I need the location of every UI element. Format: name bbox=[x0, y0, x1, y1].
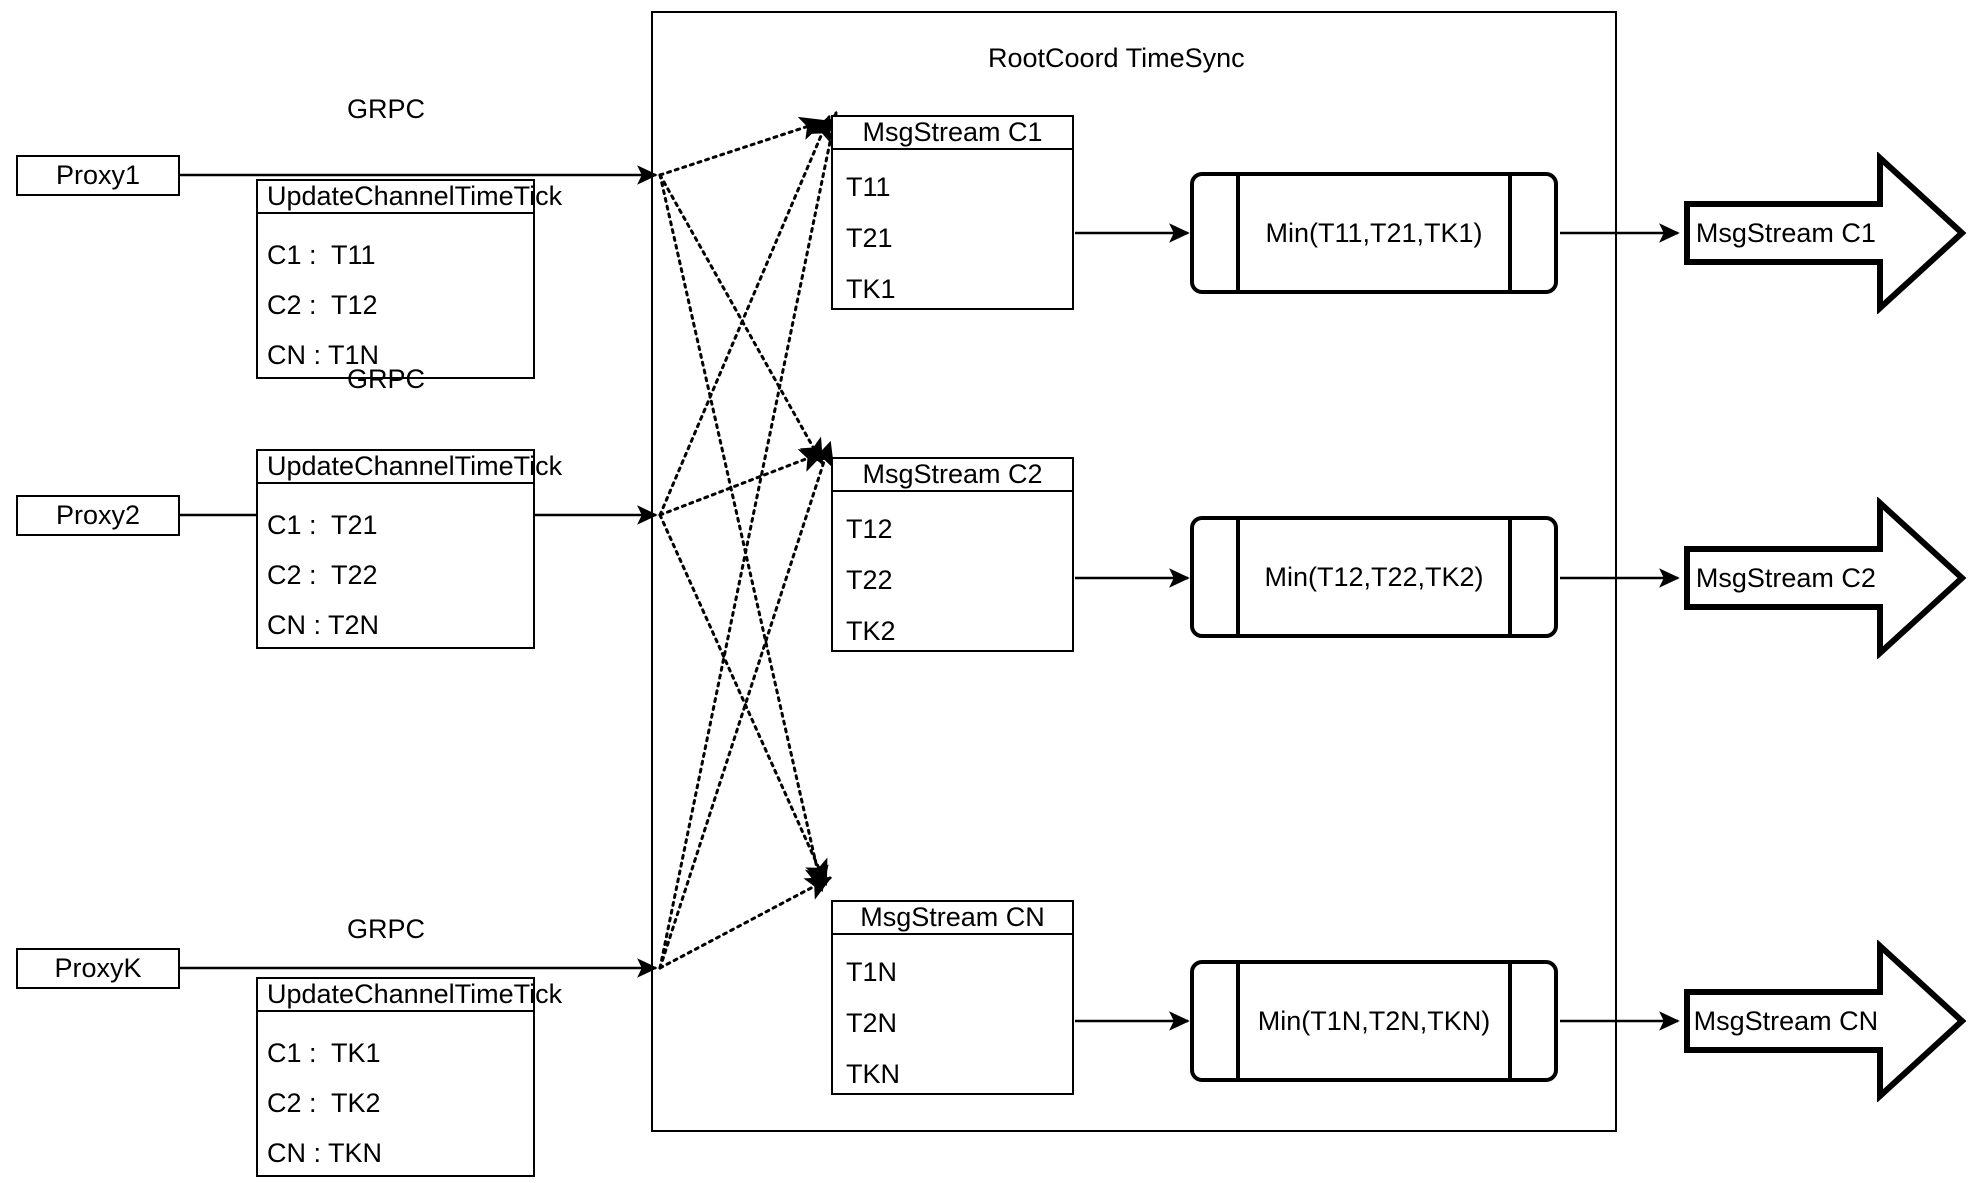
msgstream-tick: T1N bbox=[846, 957, 898, 987]
tick-row: C2 : TK2 bbox=[267, 1087, 381, 1118]
tick-title-k: UpdateChannelTimeTick bbox=[258, 979, 562, 1012]
msgstream-tick: T22 bbox=[846, 565, 893, 595]
msgstream-tick: T11 bbox=[846, 172, 891, 202]
tick-row: C1 : TK1 bbox=[267, 1037, 381, 1068]
msgstream-title-c2: MsgStream C2 bbox=[833, 459, 1072, 492]
msgstream-tick: T21 bbox=[846, 223, 893, 253]
min-label-c1: Min(T11,T21,TK1) bbox=[1259, 217, 1489, 249]
output-block-arrow-c2: MsgStream C2 bbox=[1684, 496, 1967, 660]
msgstream-tick: T12 bbox=[846, 514, 893, 544]
update-channel-timetick-box-2: UpdateChannelTimeTick C1 : T21 C2 : T22 … bbox=[256, 449, 562, 650]
block-arrow-shape bbox=[1684, 939, 1967, 1103]
grpc-label-1: GRPC bbox=[347, 94, 426, 124]
msgstream-tick: TK1 bbox=[846, 274, 896, 304]
proxy-label-2: Proxy2 bbox=[55, 500, 141, 530]
output-block-arrow-c1: MsgStream C1 bbox=[1684, 151, 1967, 315]
msgstream-tick: T2N bbox=[846, 1008, 898, 1038]
tick-rows-2: C1 : T21 C2 : T22 CN : T2N bbox=[258, 484, 533, 650]
msgstream-title-c1: MsgStream C1 bbox=[833, 117, 1072, 150]
tick-row: C2 : T22 bbox=[267, 559, 378, 590]
min-label-cn: Min(T1N,T2N,TKN) bbox=[1251, 1005, 1497, 1037]
tick-row: CN : T2N bbox=[267, 609, 380, 640]
output-label-cn: MsgStream CN bbox=[1693, 1005, 1879, 1036]
proxy-box-2[interactable]: Proxy2 bbox=[16, 495, 180, 536]
min-process-box-cn: Min(T1N,T2N,TKN) bbox=[1190, 960, 1558, 1082]
msgstream-box-c2: MsgStream C2 T12 T22 TK2 bbox=[831, 457, 1074, 652]
update-channel-timetick-box-1: UpdateChannelTimeTick C1 : T11 C2 : T12 … bbox=[256, 179, 562, 380]
msgstream-rows-c2: T12 T22 TK2 bbox=[833, 492, 1072, 657]
tick-row: CN : TKN bbox=[267, 1137, 383, 1168]
tick-row: C2 : T12 bbox=[267, 289, 378, 320]
output-block-arrow-cn: MsgStream CN bbox=[1684, 939, 1967, 1103]
min-process-box-c1: Min(T11,T21,TK1) bbox=[1190, 172, 1558, 294]
msgstream-tick: TKN bbox=[846, 1059, 900, 1089]
tick-title-2: UpdateChannelTimeTick bbox=[258, 451, 562, 484]
update-channel-timetick-box-k: UpdateChannelTimeTick C1 : TK1 C2 : TK2 … bbox=[256, 977, 562, 1178]
grpc-label-k: GRPC bbox=[347, 914, 426, 944]
tick-rows-k: C1 : TK1 C2 : TK2 CN : TKN bbox=[258, 1012, 533, 1178]
rootcoord-timesync-title: RootCoord TimeSync bbox=[988, 43, 1245, 73]
tick-title-1: UpdateChannelTimeTick bbox=[258, 181, 562, 214]
min-label-c2: Min(T12,T22,TK2) bbox=[1258, 561, 1490, 593]
proxy-label-k: ProxyK bbox=[54, 953, 142, 983]
proxy-label-1: Proxy1 bbox=[55, 160, 141, 190]
output-label-c2: MsgStream C2 bbox=[1695, 562, 1876, 593]
msgstream-rows-cn: T1N T2N TKN bbox=[833, 935, 1072, 1100]
tick-row: C1 : T21 bbox=[267, 509, 378, 540]
block-arrow-shape bbox=[1684, 496, 1967, 660]
proxy-box-k[interactable]: ProxyK bbox=[16, 948, 180, 989]
msgstream-tick: TK2 bbox=[846, 616, 896, 646]
rootcoord-timesync-container bbox=[651, 11, 1617, 1132]
msgstream-rows-c1: T11 T21 TK1 bbox=[833, 150, 1072, 315]
tick-row: C1 : T11 bbox=[267, 239, 376, 270]
msgstream-box-c1: MsgStream C1 T11 T21 TK1 bbox=[831, 115, 1074, 310]
msgstream-title-cn: MsgStream CN bbox=[833, 902, 1072, 935]
tick-row: CN : T1N bbox=[267, 339, 380, 370]
proxy-box-1[interactable]: Proxy1 bbox=[16, 155, 180, 196]
block-arrow-shape bbox=[1684, 151, 1967, 315]
tick-rows-1: C1 : T11 C2 : T12 CN : T1N bbox=[258, 214, 533, 380]
output-label-c1: MsgStream C1 bbox=[1695, 217, 1876, 248]
msgstream-box-cn: MsgStream CN T1N T2N TKN bbox=[831, 900, 1074, 1095]
grpc-label-2: GRPC bbox=[347, 364, 426, 394]
min-process-box-c2: Min(T12,T22,TK2) bbox=[1190, 516, 1558, 638]
